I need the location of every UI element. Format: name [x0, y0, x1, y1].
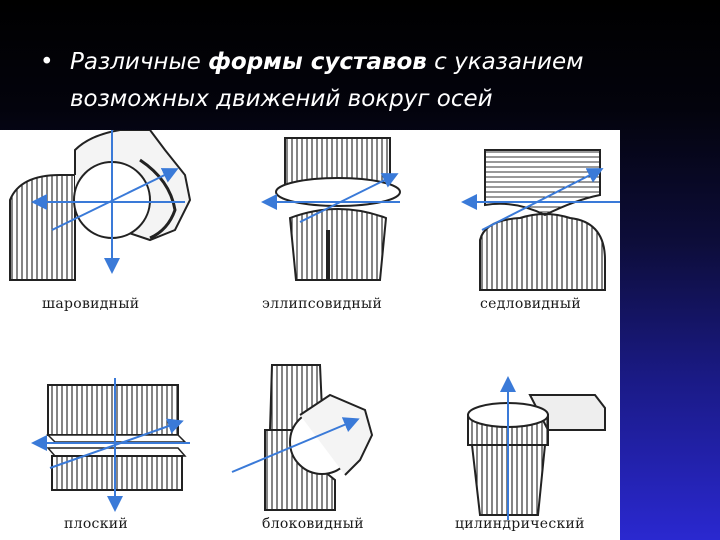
- title-bold: формы суставов: [208, 49, 427, 75]
- joints-illustration-panel: шаровидный эллипсовидный седловидный: [0, 130, 620, 540]
- slide-title: • Различные формы суставов с указанием в…: [40, 44, 680, 118]
- label-ball: шаровидный: [42, 296, 139, 312]
- title-line-2: возможных движений вокруг осей: [70, 81, 680, 118]
- plane-joint-drawing: [35, 378, 190, 508]
- label-hinge: блоковидный: [262, 516, 364, 532]
- label-ellipsoid: эллипсовидный: [262, 296, 382, 312]
- hinge-joint-drawing: [232, 365, 372, 510]
- bullet-point: •: [40, 44, 54, 81]
- title-line-1: Различные формы суставов с указанием: [70, 44, 680, 81]
- title-prefix: Различные: [70, 49, 208, 75]
- ellipsoid-joint-drawing: [265, 138, 400, 280]
- ball-joint-drawing: [10, 130, 190, 280]
- label-plane: плоский: [64, 516, 128, 532]
- cylindrical-joint-drawing: [468, 380, 605, 520]
- label-cylindrical: цилиндрический: [455, 516, 585, 532]
- label-saddle: седловидный: [480, 296, 581, 312]
- title-suffix: с указанием: [427, 49, 584, 75]
- saddle-joint-drawing: [465, 150, 620, 290]
- joints-diagram: шаровидный эллипсовидный седловидный: [0, 130, 620, 540]
